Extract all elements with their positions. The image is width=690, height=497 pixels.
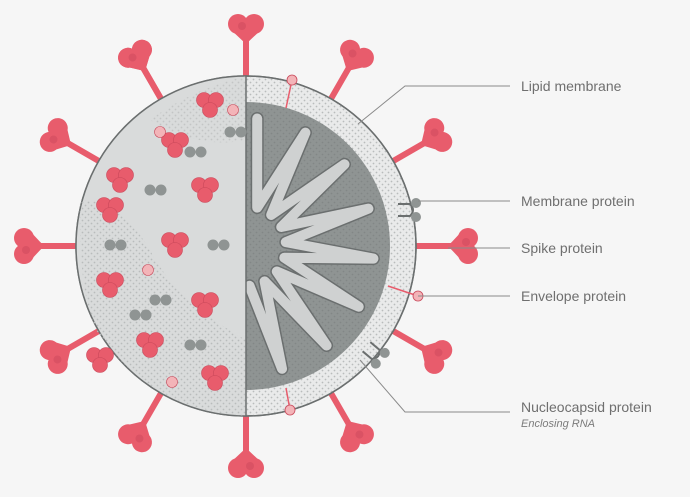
spike-stalk: [408, 243, 456, 249]
spike-protein: [384, 324, 453, 374]
spike-stalk: [243, 408, 249, 456]
spike-protein: [39, 324, 108, 374]
label-membrane-protein: Membrane protein: [521, 193, 635, 209]
spike-protein: [408, 228, 478, 264]
leader-nucleocapsid: [359, 359, 510, 413]
nucleocapsid-cluster: [96, 272, 124, 298]
spike-stalk: [138, 62, 168, 108]
envelope-protein: [284, 387, 296, 416]
spike-head: [448, 228, 478, 264]
virus-body: [75, 75, 417, 417]
spike-protein: [324, 39, 374, 108]
grey-protein-pair: [184, 339, 207, 351]
nucleocapsid-cluster: [191, 177, 219, 203]
spike-head: [420, 118, 453, 152]
labels: Lipid membrane Membrane protein Spike pr…: [521, 78, 652, 430]
small-envelope-dot: [166, 376, 178, 388]
label-spike-protein: Spike protein: [521, 240, 603, 256]
spike-protein: [118, 39, 168, 108]
label-leaders: [357, 85, 510, 413]
nucleocapsid-cluster: [201, 365, 229, 391]
label-nucleocapsid-protein: Nucleocapsid protein: [521, 399, 652, 415]
spike-protein: [39, 118, 108, 168]
label-lipid-membrane: Lipid membrane: [521, 78, 622, 94]
spike-stalk: [36, 243, 84, 249]
small-envelope-dot: [142, 264, 154, 276]
spike-head: [340, 39, 374, 72]
spike-head: [39, 118, 72, 152]
interior-proteins: [86, 92, 247, 391]
spike-stalk: [384, 324, 430, 354]
rna-strand: [246, 112, 380, 376]
grey-protein-pair: [207, 239, 230, 251]
spike-stalk: [138, 384, 168, 430]
small-envelope-dot: [227, 104, 239, 116]
spike-stalk: [324, 384, 354, 430]
small-envelope-dot: [154, 126, 166, 138]
spike-head: [118, 39, 152, 72]
grey-protein-pair: [104, 239, 127, 251]
label-envelope-protein: Envelope protein: [521, 288, 626, 304]
spike-head: [118, 420, 152, 453]
spike-head: [228, 14, 264, 44]
grey-protein-pair: [184, 146, 207, 158]
membrane-protein: [361, 341, 390, 369]
grey-protein-pair: [144, 184, 167, 196]
label-enclosing-rna: Enclosing RNA: [521, 418, 595, 430]
nucleocapsid-cluster: [191, 292, 219, 318]
grey-protein-pair: [224, 126, 247, 138]
nucleocapsid-cluster: [106, 167, 134, 193]
spike-stalk: [324, 62, 354, 108]
nucleocapsid-cluster: [196, 92, 224, 118]
spike-head: [14, 228, 44, 264]
spike-protein: [324, 384, 374, 453]
nucleocapsid-cluster: [161, 232, 189, 258]
envelope-proteins: [284, 74, 424, 416]
left-top-dots: [150, 76, 246, 143]
spike-head: [228, 448, 264, 478]
grey-protein-pair: [129, 309, 152, 321]
spike-protein: [384, 118, 453, 168]
rna-fill: [246, 113, 379, 374]
spike-head: [39, 340, 72, 374]
nucleocapsid-cluster: [86, 347, 114, 373]
nucleocapsid-cluster: [136, 332, 164, 358]
spike-stalk: [62, 138, 108, 168]
spike-stalk: [384, 138, 430, 168]
spike-protein: [228, 408, 264, 478]
spike-stalk: [62, 324, 108, 354]
nucleocapsid-cluster: [96, 197, 124, 223]
envelope-protein: [285, 74, 298, 109]
membrane-proteins: [361, 198, 421, 369]
left-dotted-area: [79, 200, 246, 416]
grey-protein-pair: [149, 294, 172, 306]
spike-protein: [14, 228, 84, 264]
spike-protein: [228, 14, 264, 84]
spike-head: [340, 420, 374, 453]
spike-protein: [118, 384, 168, 453]
nucleocapsid-cluster: [161, 132, 189, 158]
leader-lipid: [357, 85, 510, 125]
spike-stalk: [243, 36, 249, 84]
spike-head: [420, 340, 453, 374]
spike-proteins: [14, 14, 478, 478]
